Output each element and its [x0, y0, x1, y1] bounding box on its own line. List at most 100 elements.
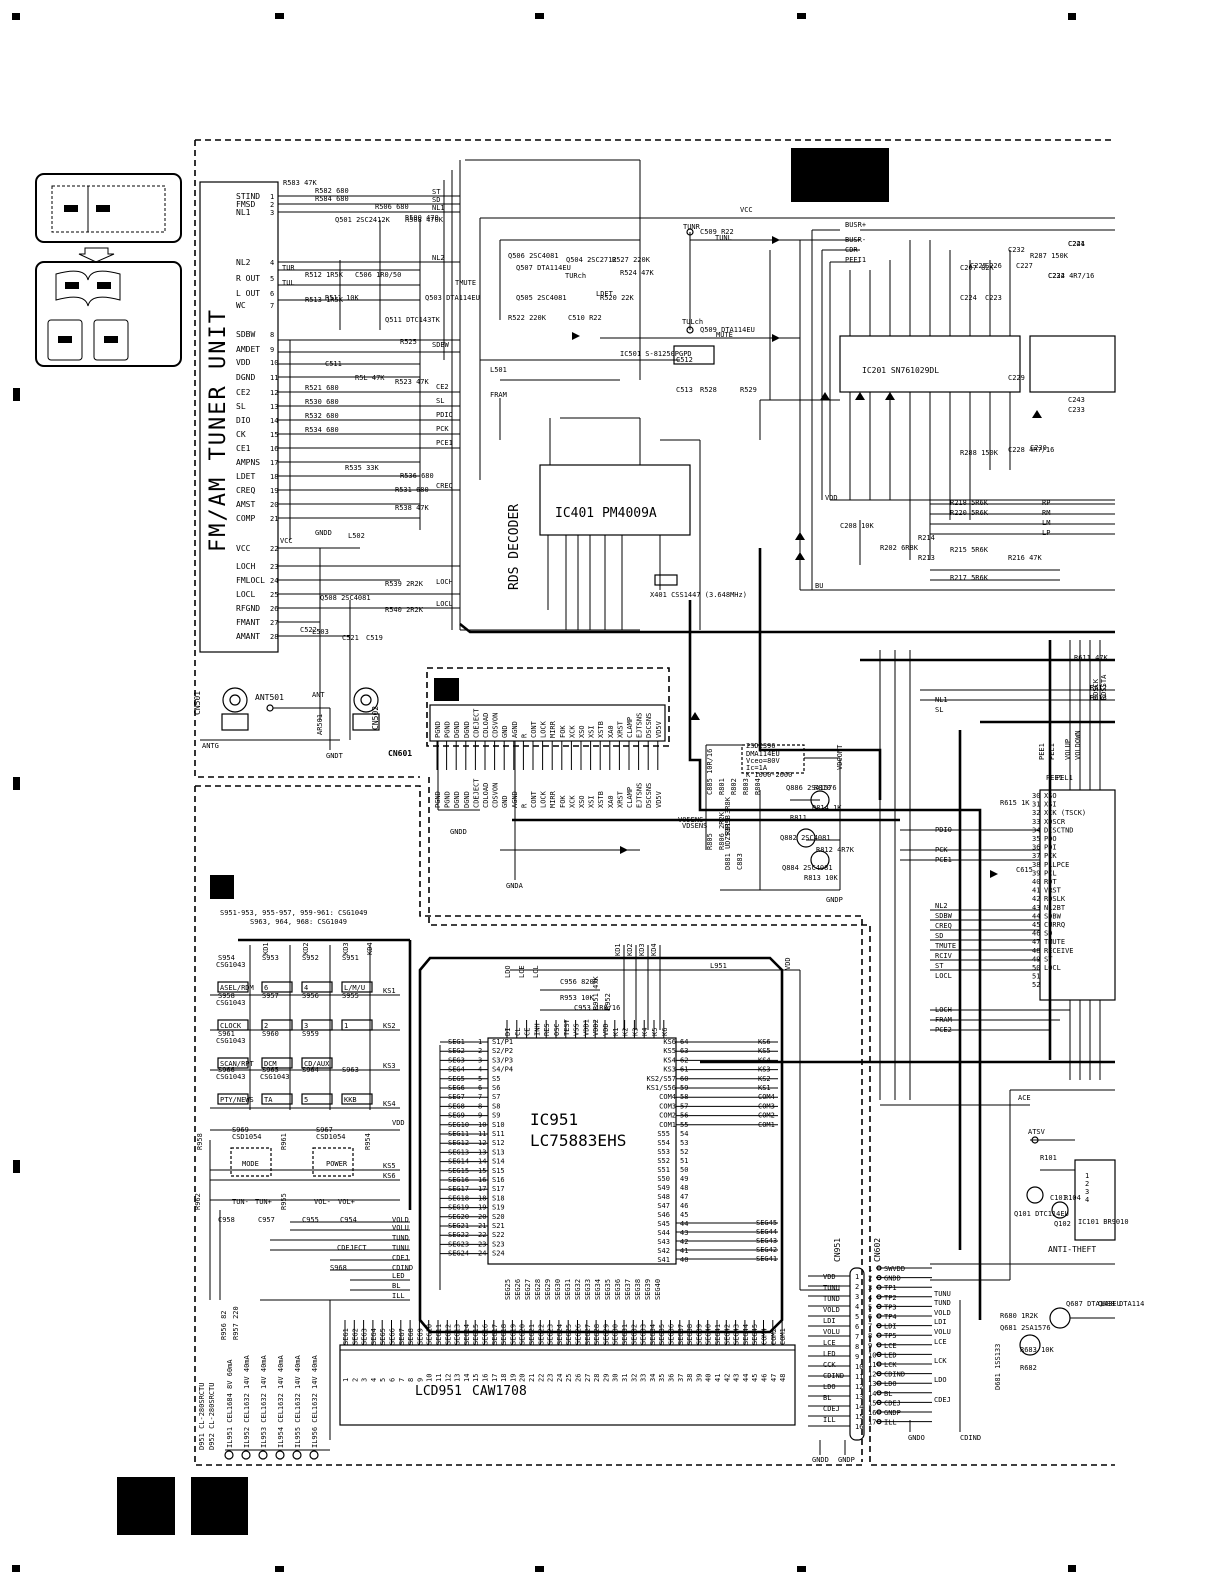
tuner-signal-label: SD — [432, 196, 440, 204]
ic201-part-label: R216 47K — [1008, 554, 1043, 562]
ic951-pin-number: 52 — [680, 1148, 688, 1156]
lcd-seg-label: SEG34 — [649, 1324, 657, 1345]
lcd-pin-number: 46 — [761, 1374, 769, 1382]
ic951-right-function: COM3 — [659, 1102, 676, 1110]
tuner-pin-amst: AMST — [236, 500, 255, 509]
ic951-right-function: KS1/S56 — [646, 1084, 676, 1092]
tuner-part-label: Q511 DTC143TK — [385, 316, 441, 324]
cn602-right-signal: LCK — [934, 1357, 947, 1365]
ic951-pin-function: S1/P1 — [492, 1038, 513, 1046]
lcd-seg-label: SEG44 — [742, 1324, 750, 1345]
encoder-type: CSD1054 — [316, 1133, 346, 1141]
lcd-seg-label: SEG15 — [472, 1324, 480, 1345]
ic951-top-pin: DI — [504, 1028, 512, 1036]
ic201-signal-label: LP — [1042, 529, 1050, 537]
amp-signal-label: MUTE — [716, 331, 733, 339]
tuner-part-label: R584 680 — [315, 195, 349, 203]
regulator-part-label: Q882 2SC4081 — [780, 834, 831, 842]
cpu-pin-number: 46 — [1032, 930, 1040, 938]
section-marker-a — [791, 148, 889, 202]
cn951-pin-number: 11 — [855, 1373, 863, 1381]
tuner-pin-number: 19 — [270, 487, 278, 495]
cn602-pin-icon — [876, 1342, 882, 1348]
tuner-pin-locl: LOCL — [236, 590, 255, 599]
cn601-pin-fok: FOK — [559, 725, 567, 738]
ic201-part-label: C243 — [1068, 396, 1085, 404]
lcd-pin-number: 19 — [509, 1374, 517, 1382]
cpu-pin-signal: TMUTE — [1044, 938, 1065, 946]
cpu-pin-number: 36 — [1032, 844, 1040, 852]
lcd-pin-number: 13 — [454, 1374, 462, 1382]
cn602-pin-number: 5 — [868, 1303, 872, 1311]
tuner-part-label: R583 47K — [283, 179, 318, 187]
lcd-seg-label: SEG1 — [342, 1328, 350, 1345]
cpu-pin-signal: PCK — [1044, 852, 1057, 860]
cpu-left-signal: NL2 — [935, 902, 948, 910]
cn602-part-label: Q681 2SA1576 — [1000, 1324, 1051, 1332]
amp-signal-label: TUNR — [683, 223, 701, 231]
cn951-signal: VOLD — [823, 1306, 840, 1314]
ic201-signal-label: RP — [1042, 499, 1050, 507]
svg-text:AR501: AR501 — [316, 714, 324, 735]
cn602-signal: CDIND — [884, 1371, 905, 1379]
cpu-pin-signal: RDT — [1044, 878, 1057, 886]
cn602-pin-icon — [876, 1303, 882, 1310]
tuner-signal-label: TUL — [282, 279, 295, 287]
lcd-seg-label: SEG17 — [491, 1324, 499, 1345]
lcd-pin-number: 43 — [733, 1374, 741, 1382]
lcd-pin-number: 28 — [593, 1374, 601, 1382]
cpu-top-signal: SL — [935, 706, 943, 714]
cn951-pin-number: 5 — [855, 1313, 859, 1321]
svg-text:S963, 964, 968: CSG1049: S963, 964, 968: CSG1049 — [250, 918, 347, 926]
tuner-pin-rfgnd: RFGND — [236, 604, 260, 613]
regulator-part-label: R813 10K — [804, 874, 839, 882]
tuner-pin-number: 18 — [270, 473, 278, 481]
tuner-signal-label: PDIO — [436, 411, 453, 419]
tuner-signal-label: CREQ — [436, 482, 453, 490]
encoder-id: S969 — [232, 1126, 249, 1134]
cpu-pin-number: 52 — [1032, 981, 1040, 989]
svg-text:CN951: CN951 — [833, 1238, 842, 1262]
lcd-pin-number: 37 — [677, 1374, 685, 1382]
svg-text:X401 CSS1447 (3.648MHz): X401 CSS1447 (3.648MHz) — [650, 591, 747, 599]
ic951-signal: KD1 — [614, 943, 622, 956]
regulator-part-label: R815 3R8K — [724, 796, 732, 835]
knob-label: VOL- — [314, 1198, 331, 1206]
ic951-pin-function: S15 — [492, 1167, 505, 1175]
switch-id: S952 — [302, 954, 319, 962]
tuner-signal-label: PCE1 — [436, 439, 453, 447]
tuner-pin-stind: STIND — [236, 192, 260, 201]
ic951-pin-function: S16 — [492, 1176, 505, 1184]
cn602-part-label: D681 1SS133 — [994, 1344, 1002, 1390]
cpu-part-label: R612 — [1090, 684, 1107, 692]
key-switch — [301, 1057, 333, 1069]
key-label: 5 — [304, 1096, 308, 1104]
svg-text:GNDA: GNDA — [506, 882, 524, 890]
regulator-note: 2SD2396 — [746, 742, 776, 750]
svg-text:4: 4 — [1085, 1196, 1089, 1204]
lcd-seg-label: SEG3 — [361, 1328, 369, 1345]
key-label: SCAN/RPT — [220, 1060, 255, 1068]
lcd-seg-label: SEG36 — [668, 1324, 676, 1345]
switch-type: CSG1043 — [260, 1073, 290, 1081]
cpu-pin-number: 37 — [1032, 852, 1040, 860]
cn951-signal: CDIND — [823, 1372, 844, 1380]
regulator-part-label: D881 UDZS3R9B — [724, 815, 732, 870]
lcd-pin-number: 12 — [444, 1374, 452, 1382]
knob-label: VOL+ — [338, 1198, 355, 1206]
cn602-right-signal: VOLD — [934, 1309, 951, 1317]
ic201-part-label: R287 150K — [1030, 252, 1069, 260]
key-scan-line: KS2 — [383, 1022, 396, 1030]
ic951-pin-function: S3/P3 — [492, 1056, 513, 1064]
tuner-pin-number: 14 — [270, 417, 278, 425]
cn951-signal: CDEJ — [823, 1405, 840, 1413]
switch-id: S961 — [218, 1030, 235, 1038]
lcd-seg-label: SEG19 — [509, 1324, 517, 1345]
lcd-pin-number: 18 — [500, 1374, 508, 1382]
ic951-pin-function: S21 — [492, 1222, 505, 1230]
cn951-signal: ILL — [823, 1416, 836, 1424]
tuner-part-label: C522 — [300, 626, 317, 634]
ic951-pin-function: S23 — [492, 1240, 505, 1248]
cn951-pin-number: 10 — [855, 1363, 863, 1371]
